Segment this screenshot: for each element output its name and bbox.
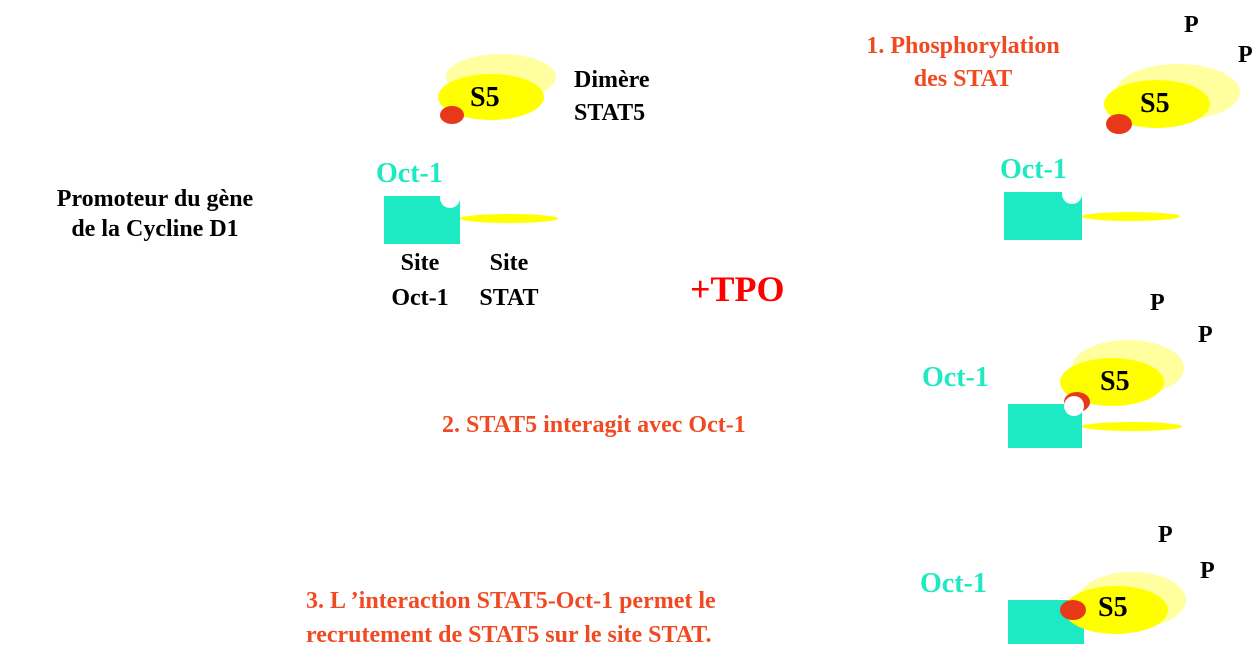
site-stat-label: Site STAT [479, 250, 539, 311]
stat-site-band [1082, 212, 1180, 221]
phosphate-2: P [1200, 558, 1215, 584]
phosphate-1: P [1150, 290, 1165, 316]
oct1-label: Oct-1 [922, 362, 989, 393]
s5-label: S5 [470, 82, 500, 113]
step1-label: 1. Phosphorylation des STAT [866, 33, 1060, 92]
oct1-notch [1062, 184, 1082, 204]
oct1-label: Oct-1 [376, 158, 443, 189]
oct1-label: Oct-1 [1000, 154, 1067, 185]
s5-label: S5 [1098, 592, 1128, 623]
phosphate-1: P [1184, 12, 1199, 38]
oct1-notch [1064, 396, 1084, 416]
stat5-red-dot [440, 106, 464, 124]
stat-site-band [1082, 422, 1182, 431]
s5-label: S5 [1100, 366, 1130, 397]
site-oct1-label: Site Oct-1 [391, 250, 449, 311]
step2-label: 2. STAT5 interagit avec Oct-1 [442, 412, 746, 438]
phosphate-1: P [1158, 522, 1173, 548]
dimer-label: Dimère STAT5 [574, 67, 650, 126]
promoter-label: Promoteur du gène de la Cycline D1 [56, 186, 254, 242]
stat5-red-dot [1060, 600, 1086, 620]
stat5-red-dot [1106, 114, 1132, 134]
oct1-notch [440, 188, 460, 208]
phosphate-2: P [1198, 322, 1213, 348]
phosphate-2: P [1238, 42, 1253, 68]
tpo-label: +TPO [690, 269, 785, 309]
step3-label: 3. L ’interaction STAT5-Oct-1 permet le … [306, 588, 716, 648]
s5-label: S5 [1140, 88, 1170, 119]
stat-site-band [460, 214, 558, 223]
oct1-label: Oct-1 [920, 568, 987, 599]
